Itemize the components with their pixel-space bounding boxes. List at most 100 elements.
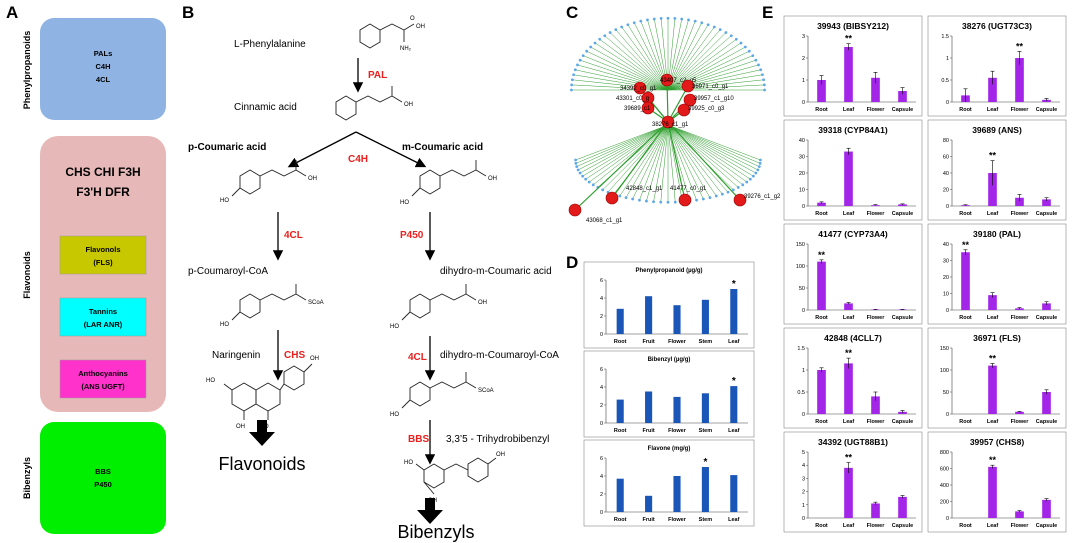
- network-edge: [580, 124, 669, 174]
- compound-p-coumaric-acid: p-Coumaric acid: [188, 142, 266, 153]
- y-tick-label: 6: [600, 278, 603, 284]
- category-label: Root: [614, 517, 627, 523]
- bar: [844, 47, 853, 102]
- bar: [673, 305, 681, 334]
- y-tick-label: 0: [802, 412, 805, 418]
- hub-label: 41477_c0_g1: [670, 186, 707, 192]
- network-node: [576, 168, 580, 172]
- y-tick-label: 4: [600, 296, 603, 302]
- significance-marker: **: [989, 455, 997, 465]
- product-bibenzyls: Bibenzyls: [397, 522, 474, 542]
- compound-m-coumaric-acid: m-Coumaric acid: [402, 142, 483, 153]
- y-tick-label: 50: [943, 390, 949, 396]
- bar: [730, 475, 738, 512]
- tannins-label: Tannins: [89, 307, 117, 316]
- category-label: Flower: [1011, 211, 1030, 217]
- bar: [701, 299, 709, 334]
- svg-text:OH: OH: [236, 424, 245, 430]
- network-node: [759, 158, 762, 162]
- network-edge: [639, 124, 669, 201]
- category-label: Fruit: [642, 517, 654, 523]
- y-tick-label: 400: [940, 483, 949, 489]
- network-edge: [667, 124, 760, 167]
- bar: [730, 386, 738, 423]
- y-tick-label: 0: [802, 204, 805, 210]
- arrow-c4h-left: [287, 131, 357, 168]
- network-node: [620, 25, 624, 29]
- network-node: [714, 194, 718, 198]
- network-node: [700, 21, 704, 25]
- network-node: [626, 23, 630, 27]
- category-label: Fruit: [642, 428, 654, 434]
- y-tick-label: 1: [802, 78, 805, 84]
- hub-label: 43407_c2_g5: [660, 78, 697, 84]
- network-edge: [667, 124, 697, 201]
- network-edge: [667, 124, 676, 203]
- y-tick-label: 3: [802, 476, 805, 482]
- tannins-enzymes: (LAR ANR): [84, 320, 123, 329]
- bar: [645, 391, 653, 423]
- network-edge: [604, 35, 669, 91]
- network-node: [575, 165, 579, 169]
- y-tick-label: 0: [946, 308, 949, 314]
- network-edge: [667, 124, 723, 195]
- network-node: [585, 49, 589, 53]
- flavonols-label: Flavonols: [85, 245, 120, 254]
- y-tick-label: 2: [600, 492, 603, 498]
- chart-title: Phenylpropanoid (µg/g): [635, 268, 702, 274]
- network-node: [757, 63, 760, 67]
- y-tick-label: 5: [802, 450, 805, 456]
- hub-node: [683, 93, 697, 107]
- hub-label: 36971_c0_g1: [692, 84, 729, 90]
- product-flavonoids: Flavonoids: [218, 454, 305, 474]
- bar: [730, 289, 738, 334]
- significance-marker: **: [845, 348, 853, 358]
- network-node: [756, 168, 760, 172]
- structure-l-phenylalanine: O OH NH₂: [359, 16, 425, 52]
- category-label: Leaf: [843, 419, 854, 425]
- category-label: Capsule: [1036, 523, 1057, 529]
- y-tick-label: 10: [799, 188, 805, 194]
- chart-title: Bibenzyl (µg/g): [648, 357, 691, 363]
- chart-title: 39180 (PAL): [973, 229, 1021, 239]
- significance-marker: **: [989, 353, 997, 363]
- network-node: [574, 158, 577, 162]
- chart-title: 42848 (4CLL7): [824, 333, 882, 343]
- network-node: [581, 174, 585, 178]
- network-edge: [667, 124, 739, 188]
- svg-text:OH: OH: [310, 356, 319, 362]
- significance-marker: *: [732, 376, 736, 387]
- network-node: [706, 23, 710, 27]
- category-label: Root: [959, 419, 972, 425]
- hub-label: 38276_c1_g1: [652, 122, 689, 128]
- hub-edge: [666, 79, 669, 123]
- bar: [988, 295, 997, 310]
- category-label: Capsule: [1036, 107, 1057, 113]
- structure-dihydro-m-coumaric-acid: OH HO: [390, 284, 487, 330]
- network-node: [758, 161, 762, 165]
- tannins-box: [59, 297, 147, 337]
- bar: [1015, 58, 1024, 102]
- panel-b: B L-Phenylalanine O OH NH₂ PAL Cinnamic …: [182, 3, 559, 542]
- category-label: Root: [614, 428, 627, 434]
- chart-title: 36971 (FLS): [973, 333, 1021, 343]
- y-tick-label: 1: [802, 503, 805, 509]
- bar: [988, 466, 997, 518]
- svg-text:OH: OH: [496, 452, 505, 458]
- network-node: [659, 200, 663, 204]
- chart-frame: [583, 261, 755, 349]
- svg-text:SCoA: SCoA: [478, 388, 494, 394]
- network-node: [754, 171, 758, 175]
- network-node: [618, 194, 622, 198]
- y-tick-label: 4: [600, 385, 603, 391]
- network-node: [581, 54, 585, 58]
- network-node: [598, 37, 602, 41]
- network-node: [708, 196, 712, 200]
- network-edge: [577, 64, 669, 91]
